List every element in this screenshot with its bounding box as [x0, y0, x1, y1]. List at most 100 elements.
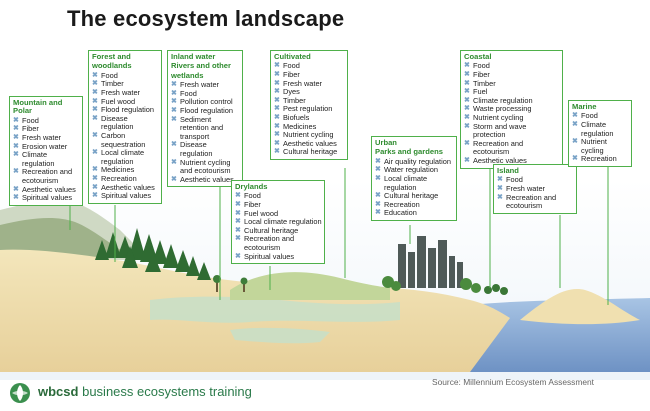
- service-item: ✖Aesthetic values: [274, 138, 345, 149]
- service-label: Climate regulation: [473, 95, 533, 105]
- cross-marker-icon: ✖: [274, 131, 280, 139]
- cross-marker-icon: ✖: [464, 96, 470, 104]
- service-label: Biofuels: [283, 112, 310, 122]
- box-header: Cultivated: [274, 52, 311, 61]
- service-list: ✖Food✖Fiber✖Fuel wood✖Local climate regu…: [235, 192, 322, 261]
- cross-marker-icon: ✖: [464, 139, 470, 147]
- cross-marker-icon: ✖: [171, 98, 177, 106]
- service-label: Nutrient cycling and ecotourism: [180, 157, 231, 176]
- service-label: Recreation: [101, 173, 137, 183]
- service-label: Food: [581, 111, 598, 121]
- service-item: ✖Spiritual values: [13, 193, 80, 203]
- box-header: Island: [497, 166, 519, 175]
- service-item: ✖Flood regulation: [171, 106, 240, 116]
- service-label: Flood regulation: [180, 106, 234, 115]
- cross-marker-icon: ✖: [375, 175, 381, 182]
- cross-marker-icon: ✖: [464, 71, 470, 78]
- box-header: Forest and: [92, 52, 131, 61]
- service-item: ✖Timber: [92, 80, 159, 89]
- cross-marker-icon: ✖: [13, 168, 19, 176]
- palm-trees: [213, 275, 248, 292]
- box-marine: Marine✖Food✖Climate regulation✖Nutrient …: [568, 100, 632, 167]
- box-header: Rivers and other: [171, 61, 231, 71]
- service-list: ✖Food✖Fiber✖Fresh water✖Erosion water✖Cl…: [13, 116, 80, 203]
- service-item: ✖Cultural heritage: [235, 225, 322, 236]
- cross-marker-icon: ✖: [13, 134, 19, 141]
- cross-marker-icon: ✖: [235, 209, 241, 217]
- service-item: ✖Local climate regulation: [235, 217, 322, 227]
- service-item: ✖Climate regulation: [572, 120, 629, 138]
- cross-marker-icon: ✖: [171, 141, 177, 149]
- box-header: woodlands: [92, 61, 132, 71]
- service-item: ✖Fiber: [464, 70, 560, 80]
- service-item: ✖Fiber: [235, 200, 322, 210]
- service-item: ✖Carbon sequestration: [92, 131, 159, 149]
- service-label: Fuel wood: [244, 208, 279, 218]
- forest: [95, 228, 211, 280]
- service-label: Aesthetic values: [473, 155, 527, 165]
- cross-marker-icon: ✖: [92, 149, 98, 157]
- service-label: Food: [244, 191, 261, 201]
- service-label: Recreation and ecotourism: [244, 234, 295, 252]
- service-label: Water regulation: [384, 165, 438, 175]
- service-item: ✖Recreation and ecotourism: [235, 235, 322, 252]
- wetland: [150, 296, 400, 323]
- wbcsd-logo-icon: [10, 383, 30, 403]
- box-header: Mountain and Polar: [13, 98, 63, 116]
- service-label: Disease regulation: [101, 113, 134, 132]
- cross-marker-icon: ✖: [92, 97, 98, 105]
- cross-marker-icon: ✖: [92, 183, 98, 191]
- service-item: ✖Fresh water: [92, 88, 159, 98]
- service-label: Fiber: [283, 70, 300, 79]
- cross-marker-icon: ✖: [572, 155, 578, 163]
- service-item: ✖Medicines: [274, 122, 345, 132]
- cross-marker-icon: ✖: [464, 62, 470, 70]
- box-coastal: Coastal✖Food✖Fiber✖Timber✖Fuel✖Climate r…: [460, 50, 563, 169]
- box-island: Island✖Food✖Fresh water✖Recreation and e…: [493, 164, 577, 214]
- cross-marker-icon: ✖: [92, 192, 98, 200]
- service-item: ✖Recreation and ecotourism: [497, 192, 574, 211]
- box-header: Drylands: [235, 182, 268, 191]
- service-label: Food: [506, 175, 523, 185]
- box-mountain: Mountain and Polar✖Food✖Fiber✖Fresh wate…: [9, 96, 83, 206]
- service-label: Flood regulation: [101, 105, 155, 115]
- service-item: ✖Fresh water: [13, 133, 80, 143]
- box-header: Coastal: [464, 52, 492, 61]
- service-label: Nutrient cycling: [283, 130, 334, 140]
- service-item: ✖Dyes: [274, 87, 345, 97]
- service-item: ✖Local climate regulation: [92, 148, 159, 166]
- service-item: ✖Disease regulation: [92, 113, 159, 132]
- service-label: Aesthetic values: [22, 184, 76, 194]
- service-item: ✖Aesthetic values: [13, 184, 80, 195]
- service-item: ✖Nutrient cycling: [464, 113, 560, 123]
- island: [520, 289, 640, 325]
- service-label: Cultural heritage: [283, 147, 338, 157]
- cross-marker-icon: ✖: [274, 122, 280, 130]
- service-label: Cultural heritage: [244, 225, 299, 235]
- service-item: ✖Food: [572, 112, 629, 121]
- service-label: Recreation and ecotourism: [506, 192, 557, 211]
- service-label: Timber: [473, 78, 496, 88]
- service-item: ✖Food: [92, 71, 159, 81]
- cross-marker-icon: ✖: [464, 105, 470, 113]
- cross-marker-icon: ✖: [274, 79, 280, 87]
- cross-marker-icon: ✖: [572, 112, 578, 120]
- cross-marker-icon: ✖: [274, 105, 280, 113]
- service-item: ✖Food: [497, 176, 574, 185]
- service-item: ✖Fuel wood: [92, 97, 159, 107]
- cross-marker-icon: ✖: [375, 157, 381, 165]
- service-item: ✖Fuel: [464, 87, 560, 97]
- service-label: Local climate regulation: [244, 217, 322, 227]
- cross-marker-icon: ✖: [92, 71, 98, 79]
- cross-marker-icon: ✖: [274, 88, 280, 96]
- service-item: ✖Timber: [274, 96, 345, 106]
- box-cultivated: Cultivated✖Food✖Fiber✖Fresh water✖Dyes✖T…: [270, 50, 348, 160]
- cross-marker-icon: ✖: [13, 194, 19, 202]
- service-label: Food: [473, 61, 490, 71]
- service-label: Pest regulation: [283, 104, 333, 114]
- service-label: Spiritual values: [244, 251, 295, 261]
- cross-marker-icon: ✖: [274, 62, 280, 70]
- service-label: Aesthetic values: [283, 138, 337, 148]
- service-item: ✖Aesthetic values: [92, 183, 159, 193]
- cross-marker-icon: ✖: [497, 193, 503, 201]
